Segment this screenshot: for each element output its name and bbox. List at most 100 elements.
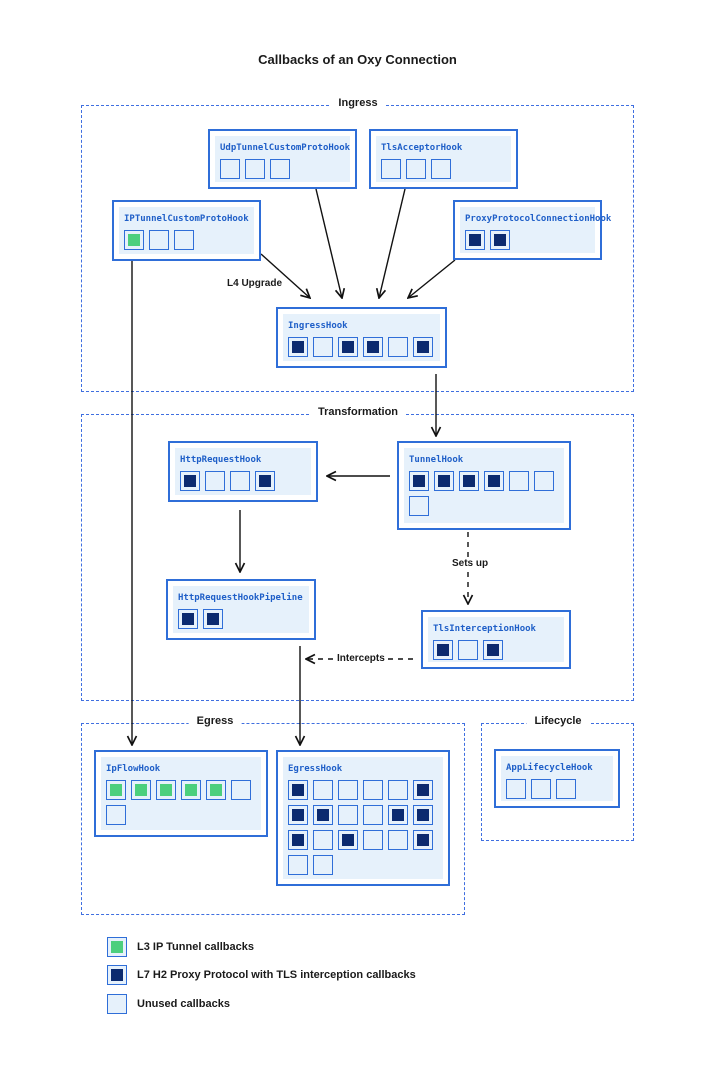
callback-l7 [433,640,453,660]
hook-name: IPTunnelCustomProtoHook [124,214,249,224]
callback-l3 [156,780,176,800]
legend-item-l7: L7 H2 Proxy Protocol with TLS intercepti… [107,965,416,985]
group-lifecycle-label: Lifecycle [526,715,590,727]
diagram-title: Callbacks of an Oxy Connection [258,52,457,67]
callback-list [465,230,510,250]
callback-unused [406,159,426,179]
hook-udp-tunnel-custom-proto: UdpTunnelCustomProtoHook [208,129,357,189]
callback-list [433,640,503,660]
group-ingress: Ingress [81,97,634,392]
hook-tls-acceptor: TlsAcceptorHook [369,129,518,189]
callback-l7 [288,805,308,825]
callback-l7 [388,805,408,825]
callback-unused [231,780,251,800]
legend-item-l3: L3 IP Tunnel callbacks [107,937,254,957]
callback-unused [338,780,358,800]
callback-l7 [434,471,454,491]
callback-unused [313,855,333,875]
group-egress-label: Egress [188,715,242,727]
callback-unused [531,779,551,799]
callback-unused [363,780,383,800]
callback-unused [313,830,333,850]
callback-l7 [338,830,358,850]
callback-l3 [106,780,126,800]
hook-proxy-protocol-connection: ProxyProtocolConnectionHook [453,200,611,260]
arrow-tls-acceptor-to-ingress [379,188,406,298]
arrow-udp-to-ingress [315,188,342,298]
callback-l3 [206,780,226,800]
callback-l3 [131,780,151,800]
group-lifecycle: Lifecycle [481,715,634,841]
hook-name: TlsInterceptionHook [433,624,536,634]
callback-unused [388,337,408,357]
callback-l7 [363,337,383,357]
callback-l7 [413,805,433,825]
callback-list [178,609,223,629]
group-egress: Egress [81,715,465,915]
callback-list [220,159,290,179]
callback-list [288,780,440,875]
hook-name: EgressHook [288,764,343,774]
callback-unused [506,779,526,799]
hook-name: IpFlowHook [106,764,161,774]
callback-l7 [338,337,358,357]
hook-name: ProxyProtocolConnectionHook [465,214,612,224]
legend-label: Unused callbacks [137,998,230,1010]
hook-ip-tunnel-custom-proto: IPTunnelCustomProtoHook [112,200,261,261]
legend-swatch-l3 [107,937,127,957]
edge-label-l4-upgrade: L4 Upgrade [224,277,286,290]
callback-unused [556,779,576,799]
callback-unused [431,159,451,179]
hook-ingress: IngressHook [276,307,447,368]
callback-l7 [483,640,503,660]
callback-unused [174,230,194,250]
callback-l7 [255,471,275,491]
callback-l7 [490,230,510,250]
callback-unused [288,855,308,875]
hook-tls-interception: TlsInterceptionHook [421,610,571,669]
arrow-proxy-protocol-to-ingress [408,259,456,298]
hook-name: UdpTunnelCustomProtoHook [220,143,351,153]
group-transformation: Transformation [81,406,634,701]
hook-name: HttpRequestHook [180,455,262,465]
callback-list [106,780,258,825]
hook-name: HttpRequestHookPipeline [178,593,303,603]
group-transformation-label: Transformation [309,406,407,418]
hook-name: TunnelHook [409,455,464,465]
callback-l7 [180,471,200,491]
hook-http-request-pipeline: HttpRequestHookPipeline [166,579,316,640]
callback-unused [205,471,225,491]
arrow-ip-tunnel-to-ingress [260,253,310,298]
callback-list [124,230,194,250]
callback-l7 [288,830,308,850]
callback-l3 [181,780,201,800]
callback-l7 [409,471,429,491]
callback-l7 [413,830,433,850]
callback-unused [363,830,383,850]
callback-unused [409,496,429,516]
callback-l7 [465,230,485,250]
callback-unused [270,159,290,179]
callback-unused [149,230,169,250]
hook-app-lifecycle: AppLifecycleHook [494,749,620,808]
callback-unused [106,805,126,825]
callback-unused [313,780,333,800]
callback-list [381,159,451,179]
legend-swatch-l7 [107,965,127,985]
callback-l7 [484,471,504,491]
callback-unused [509,471,529,491]
legend-label: L7 H2 Proxy Protocol with TLS intercepti… [137,969,416,981]
legend-swatch-unused [107,994,127,1014]
callback-list [180,471,275,491]
callback-unused [534,471,554,491]
hook-name: IngressHook [288,321,348,331]
hook-name: TlsAcceptorHook [381,143,463,153]
callback-unused [388,780,408,800]
callback-unused [313,337,333,357]
callback-unused [381,159,401,179]
callback-l7 [288,337,308,357]
edge-label-intercepts: Intercepts [334,652,388,665]
hook-egress: EgressHook [276,750,450,886]
callback-l7 [288,780,308,800]
callback-l7 [203,609,223,629]
